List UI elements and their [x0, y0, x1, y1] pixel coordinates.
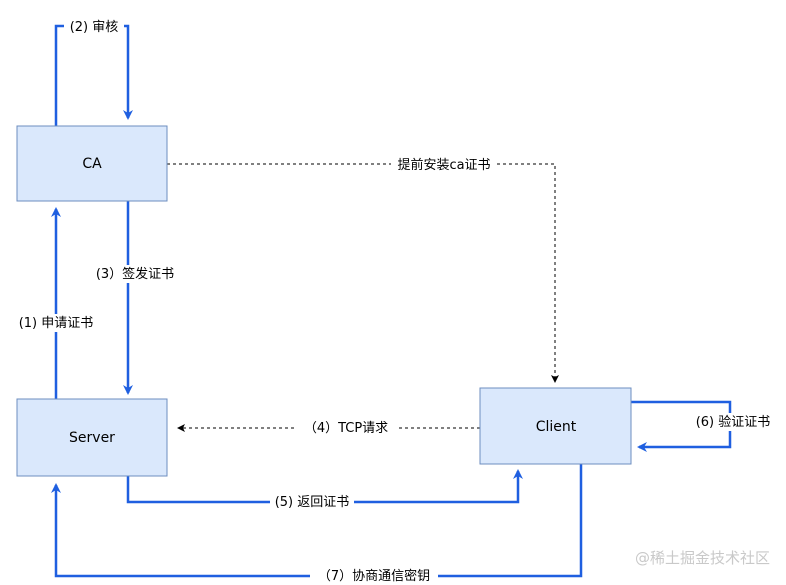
label-install-ca-cert: 提前安装ca证书 [391, 156, 497, 173]
label-audit-text: (2) 审核 [70, 20, 119, 35]
label-return-cert-text: (5) 返回证书 [275, 495, 350, 510]
edge-negotiate-key [51, 464, 583, 578]
watermark: @稀土掘金技术社区 [635, 549, 770, 567]
node-client-label: Client [536, 419, 577, 435]
label-request-cert-text: (1) 申请证书 [19, 316, 94, 331]
label-issue-cert-text: (3）签发证书 [96, 266, 174, 282]
label-negotiate-key-text: （7）协商通信密钥 [318, 568, 430, 584]
label-tcp-request-text: （4）TCP请求 [304, 421, 388, 436]
label-install-ca-cert-text: 提前安装ca证书 [397, 157, 490, 173]
node-server: Server [16, 398, 168, 477]
node-ca-label: CA [82, 156, 102, 172]
node-server-label: Server [69, 430, 115, 446]
label-negotiate-key: （7）协商通信密钥 [310, 567, 438, 585]
label-verify-cert: (6) 验证证书 [690, 413, 776, 431]
edge-install-ca-cert [167, 163, 559, 383]
label-audit: (2) 审核 [64, 18, 124, 35]
node-client: Client [479, 387, 632, 465]
label-return-cert: (5) 返回证书 [270, 493, 354, 511]
node-ca: CA [16, 125, 168, 202]
label-verify-cert-text: (6) 验证证书 [696, 414, 771, 430]
label-request-cert: (1) 申请证书 [13, 314, 99, 332]
label-issue-cert: (3）签发证书 [84, 265, 186, 283]
label-tcp-request: （4）TCP请求 [296, 419, 396, 437]
edge-audit-loop [54, 24, 133, 126]
